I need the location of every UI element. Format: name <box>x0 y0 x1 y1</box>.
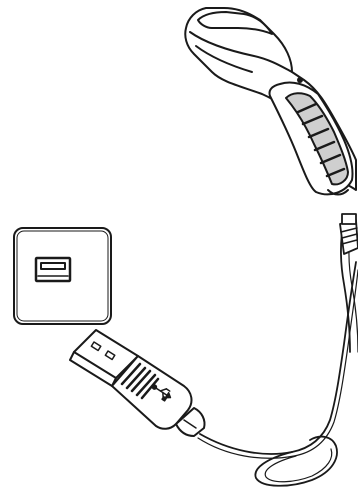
barcode-scanner-icon <box>185 8 356 195</box>
connector-tip <box>342 214 356 224</box>
cable-connector <box>340 220 358 254</box>
scanner-dot <box>298 78 302 82</box>
usb-port-icon <box>14 228 111 324</box>
usb-cable-icon <box>198 214 358 486</box>
usb-plug-icon <box>70 330 205 436</box>
port-tongue <box>41 263 65 269</box>
cable-lower-edge <box>198 270 358 458</box>
